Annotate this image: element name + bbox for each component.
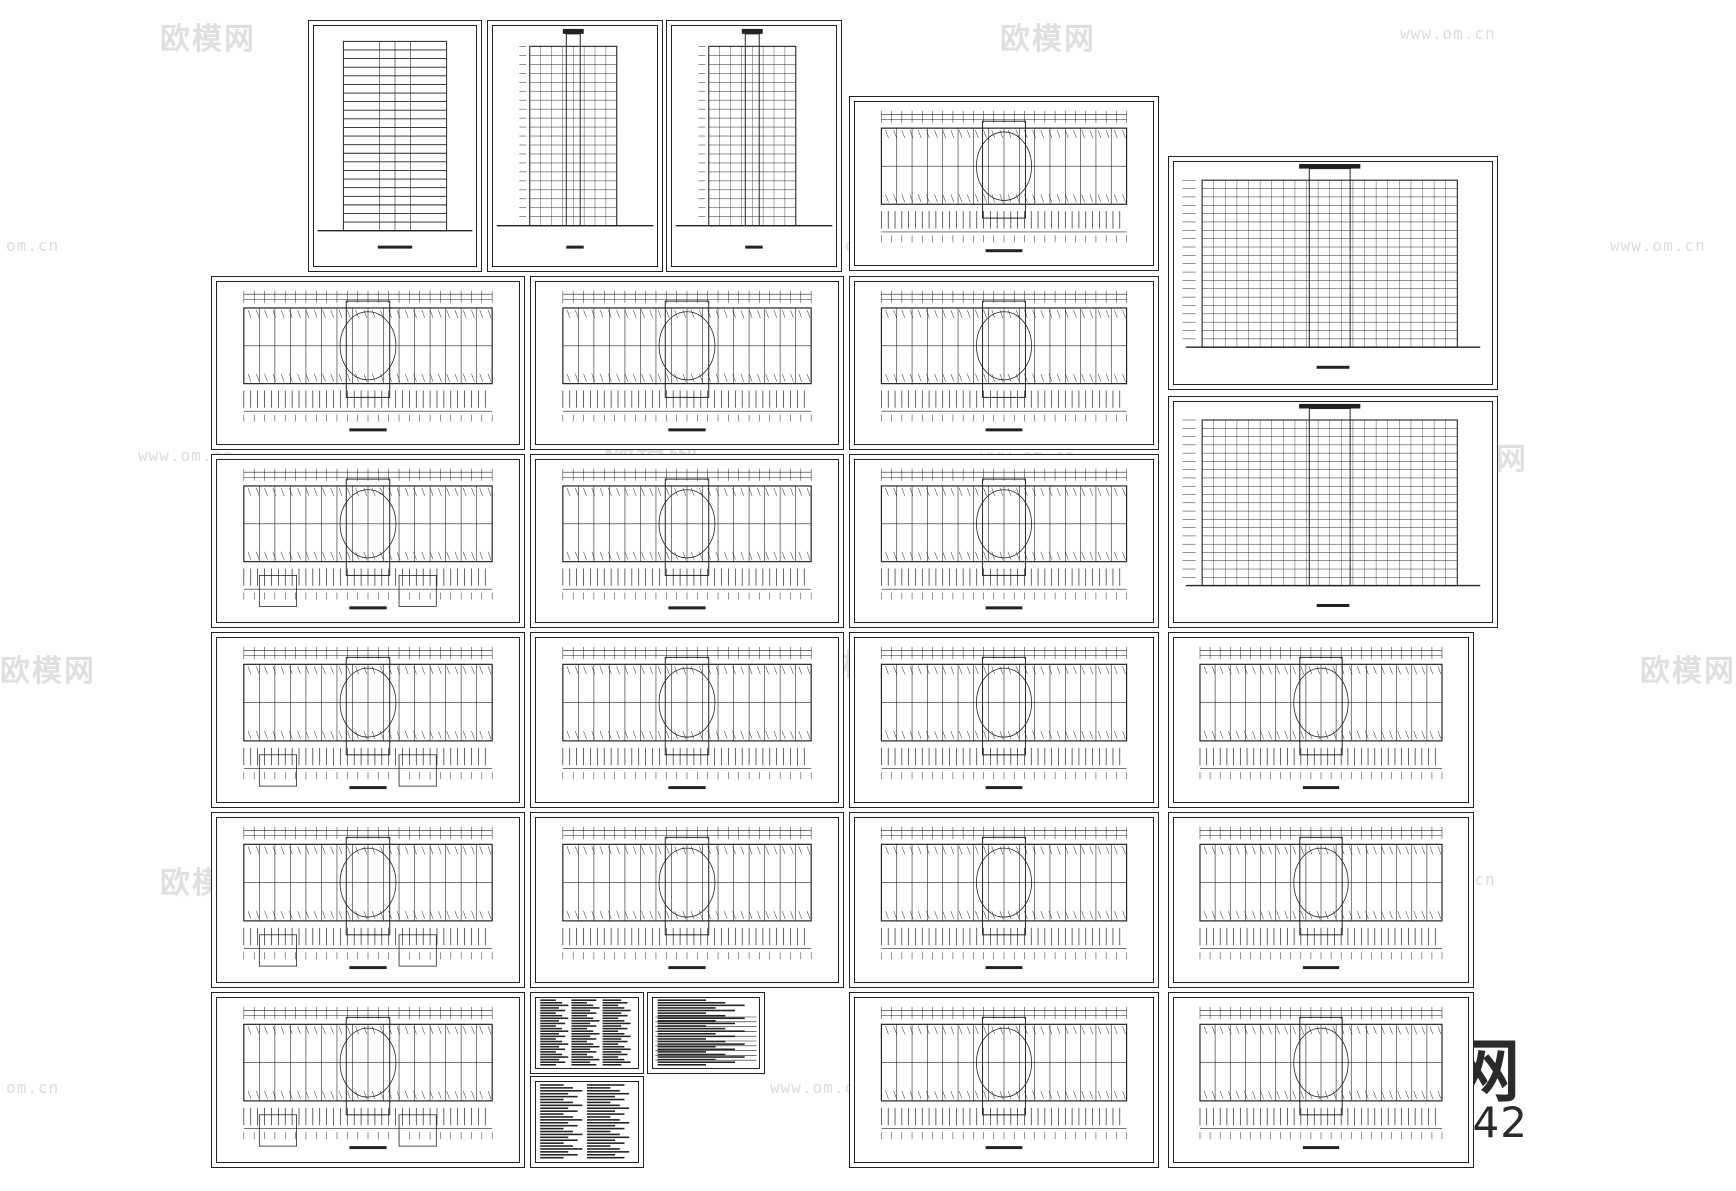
drawing-linework (317, 40, 473, 249)
sheet-plan-r5-c3 (849, 812, 1159, 988)
sheet-ground-plan (211, 812, 525, 988)
sheet-plan-r4-c2 (530, 632, 844, 808)
drawing-linework (562, 290, 812, 432)
sheet-plan-r3-c3 (849, 454, 1159, 628)
drawing-linework (243, 468, 493, 610)
sheet-border (854, 817, 1154, 983)
watermark-url: om.cn (6, 1078, 60, 1097)
sheet-design-notes (530, 992, 644, 1074)
watermark-url: www.om.cn (138, 446, 234, 465)
sheet-plan-r2-c2 (530, 276, 844, 450)
sheet-border (535, 997, 639, 1069)
sheet-plan-r2-c3 (849, 276, 1159, 450)
sheet-border (1173, 401, 1493, 623)
sheet-drawing-list (530, 1076, 644, 1168)
drawing-linework (655, 999, 757, 1066)
drawing-linework (243, 646, 493, 790)
watermark-url: om.cn (6, 236, 60, 255)
sheet-border (671, 25, 837, 267)
sheet-plan-top (849, 96, 1159, 271)
watermark-logo: 欧模网 (1640, 654, 1736, 689)
sheet-border (216, 997, 520, 1163)
drawing-linework (1199, 646, 1443, 790)
sheet-plan-r5-c2 (530, 812, 844, 988)
drawing-linework (880, 1006, 1128, 1150)
sheet-border (535, 637, 839, 803)
sheet-side-elevation-2 (666, 20, 842, 272)
drawing-linework (880, 110, 1128, 253)
drawing-linework (243, 290, 493, 432)
sheet-first-floor-plan (211, 992, 525, 1168)
sheet-border (854, 459, 1154, 623)
watermark-logo: 欧模网 (160, 22, 256, 57)
sheet-border (854, 281, 1154, 445)
sheet-plan-r6-c3 (849, 992, 1159, 1168)
sheet-border (854, 637, 1154, 803)
watermark-logo: 欧模网 (1000, 22, 1096, 57)
sheet-border (652, 997, 760, 1069)
sheet-side-elevation-1 (487, 20, 663, 272)
drawing-linework (496, 28, 654, 249)
sheet-plan-r6-c4 (1168, 992, 1474, 1168)
sheet-front-elevation (1168, 156, 1498, 390)
watermark-url: www.om.cn (1400, 24, 1496, 43)
watermark-logo: 欧模网 (0, 654, 96, 689)
sheet-border (535, 459, 839, 623)
watermark-url: www.om.cn (1610, 236, 1706, 255)
sheet-section-a (308, 20, 482, 272)
drawing-linework (562, 468, 812, 610)
sheet-border (854, 101, 1154, 266)
drawing-linework (243, 826, 493, 970)
sheet-border (1173, 637, 1469, 803)
sheet-plan-r4-c4 (1168, 632, 1474, 808)
sheet-border (216, 817, 520, 983)
drawing-linework (540, 999, 631, 1066)
sheet-plan-r5-c4 (1168, 812, 1474, 988)
sheet-border (313, 25, 477, 267)
drawing-linework (880, 646, 1128, 790)
sheet-border (535, 281, 839, 445)
drawing-linework (1199, 1006, 1443, 1150)
drawing-linework (1182, 403, 1481, 607)
sheet-schedule-table (647, 992, 765, 1074)
drawing-linework (540, 1084, 630, 1159)
sheet-border (492, 25, 658, 267)
sheet-rear-elevation (1168, 396, 1498, 628)
watermark-url: www.om.cn (770, 1078, 866, 1097)
drawing-linework (243, 1006, 493, 1150)
sheet-border (535, 1081, 639, 1163)
drawing-linework (1182, 163, 1481, 369)
sheet-border (216, 281, 520, 445)
sheet-border (216, 637, 520, 803)
sheet-border (1173, 997, 1469, 1163)
sheet-roof-plan (211, 454, 525, 628)
sheet-border (535, 817, 839, 983)
drawing-linework (880, 468, 1128, 610)
drawing-linework (880, 290, 1128, 432)
drawing-linework (562, 646, 812, 790)
sheet-border (1173, 161, 1493, 385)
sheet-border (1173, 817, 1469, 983)
drawing-linework (1199, 826, 1443, 970)
drawing-linework (562, 826, 812, 970)
sheet-border (854, 997, 1154, 1163)
drawing-linework (675, 28, 833, 249)
sheet-plan-r2-c1 (211, 276, 525, 450)
sheet-plan-r4-c3 (849, 632, 1159, 808)
sheet-border (216, 459, 520, 623)
sheet-basement-plan (211, 632, 525, 808)
drawing-linework (880, 826, 1128, 970)
sheet-plan-r3-c2 (530, 454, 844, 628)
